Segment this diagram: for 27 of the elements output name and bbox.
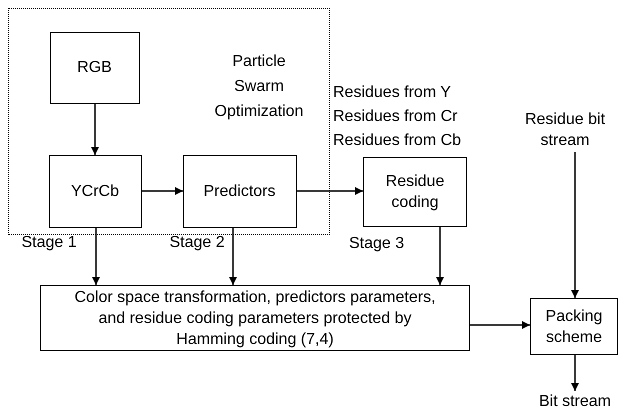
node-label: Residue coding xyxy=(384,172,446,213)
stage-label: Stage 3 xyxy=(349,235,404,253)
arrow xyxy=(91,104,99,155)
stream-label: Bit stream xyxy=(538,392,612,412)
process-box xyxy=(50,32,140,104)
group-title: Particle Swarm Optimization xyxy=(214,52,304,122)
residue-label: Residues from Cb xyxy=(333,132,462,150)
arrow xyxy=(142,187,183,195)
arrow xyxy=(229,228,237,285)
arrow xyxy=(297,187,363,195)
arrow xyxy=(571,152,579,298)
node-label: Predictors xyxy=(202,182,277,202)
stream-label: Residue bit stream xyxy=(524,110,606,151)
arrow xyxy=(92,228,100,285)
process-box xyxy=(530,298,618,355)
process-box xyxy=(40,285,470,351)
residue-label: Residues from Y xyxy=(333,84,451,102)
arrow xyxy=(470,321,530,329)
node-label: Color space transformation, predictors parameters, and residue coding parameters protected by Hamming coding (7,4) xyxy=(73,288,437,350)
node-label: YCrCb xyxy=(70,182,120,202)
arrow xyxy=(571,355,579,391)
node-label: Packing scheme xyxy=(544,306,604,348)
stage-label: Stage 2 xyxy=(170,234,225,252)
node-label: RGB xyxy=(76,58,113,78)
residue-label: Residues from Cr xyxy=(333,108,458,126)
arrow xyxy=(436,227,444,285)
stage-label: Stage 1 xyxy=(22,234,77,252)
